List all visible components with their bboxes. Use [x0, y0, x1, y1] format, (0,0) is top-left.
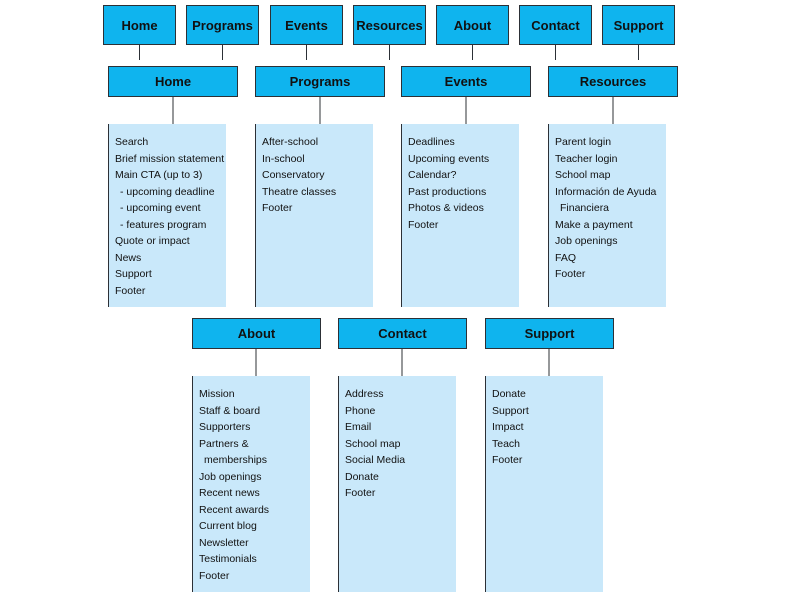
section-title-programs: Programs [255, 66, 385, 97]
content-item: Current blog [199, 520, 257, 532]
content-item: Staff & board [199, 404, 261, 417]
content-item: Donate [345, 470, 379, 483]
content-item: - upcoming deadline [120, 185, 215, 198]
nav-box-home: Home [103, 5, 176, 45]
nav-box-events: Events [270, 5, 343, 45]
content-item: Partners & [199, 437, 249, 450]
content-item: Footer [408, 218, 439, 231]
content-item: Donate [492, 388, 526, 400]
content-item: Teacher login [555, 152, 618, 165]
content-item: Photos & videos [408, 202, 484, 214]
content-item: Testimonials [199, 553, 257, 565]
content-item: Newsletter [199, 536, 249, 549]
content-item: Footer [262, 202, 293, 214]
content-item: Mission [199, 388, 235, 400]
content-item: Past productions [408, 185, 487, 198]
section-title-events: Events [401, 66, 531, 97]
content-item: Impact [492, 421, 524, 433]
content-item: Job openings [555, 235, 618, 247]
nav-box-resources: Resources [353, 5, 426, 45]
content-item: School map [555, 169, 611, 181]
nav-box-support: Support [602, 5, 675, 45]
content-item: - upcoming event [120, 202, 201, 214]
content-item: memberships [204, 454, 268, 466]
section-title-resources: Resources [548, 66, 678, 97]
content-item: Address [345, 388, 384, 400]
content-item: Upcoming events [408, 152, 490, 165]
content-item: Quote or impact [115, 235, 190, 247]
content-item: News [115, 251, 142, 264]
content-item: Support [115, 268, 152, 280]
content-item: Teach [492, 437, 521, 450]
content-item: Footer [555, 268, 586, 280]
content-item: Footer [199, 569, 230, 582]
content-item: Phone [345, 404, 376, 417]
content-item: Footer [492, 454, 523, 466]
section-title-about: About [192, 318, 321, 349]
section-title-support: Support [485, 318, 614, 349]
content-item: FAQ [555, 251, 577, 264]
content-item: Support [492, 404, 529, 417]
content-item: Main CTA (up to 3) [115, 169, 203, 181]
content-item: Recent awards [199, 503, 270, 516]
content-item: Financiera [560, 202, 610, 214]
content-item: Social Media [345, 454, 406, 466]
content-item: Email [345, 421, 372, 433]
section-title-home: Home [108, 66, 238, 97]
section-title-contact: Contact [338, 318, 467, 349]
content-item: School map [345, 437, 401, 450]
nav-box-about: About [436, 5, 509, 45]
content-item: Información de Ayuda [555, 185, 657, 198]
content-item: Conservatory [262, 169, 325, 181]
nav-box-contact: Contact [519, 5, 592, 45]
content-item: Calendar? [408, 169, 457, 181]
content-item: Job openings [199, 470, 262, 483]
content-item: In-school [262, 152, 305, 165]
content-item: - features program [120, 218, 207, 231]
content-item: Search [115, 136, 149, 148]
content-item: Make a payment [555, 218, 633, 231]
content-item: Deadlines [408, 136, 455, 148]
content-item: Supporters [199, 421, 251, 433]
content-item: Recent news [199, 487, 260, 499]
content-item: Parent login [555, 136, 612, 148]
content-item: Footer [115, 284, 146, 297]
content-item: Footer [345, 487, 376, 499]
nav-box-programs: Programs [186, 5, 259, 45]
content-item: Brief mission statement [115, 152, 225, 165]
content-item: After-school [262, 136, 319, 148]
content-item: Theatre classes [262, 185, 337, 198]
